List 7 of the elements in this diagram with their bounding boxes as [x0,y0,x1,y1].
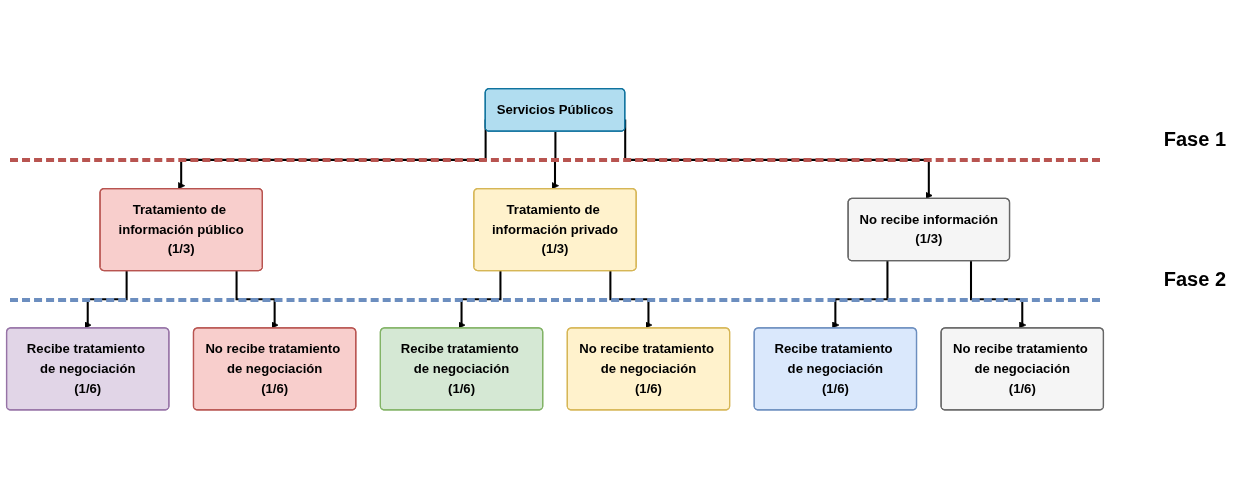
phase-label: Fase 1 [1163,128,1226,152]
phase-label: Fase 2 [1163,267,1226,291]
arrow [84,271,128,329]
arrow [458,271,502,329]
arrow [551,131,559,190]
arrow [609,271,653,329]
arrow [970,261,1027,329]
